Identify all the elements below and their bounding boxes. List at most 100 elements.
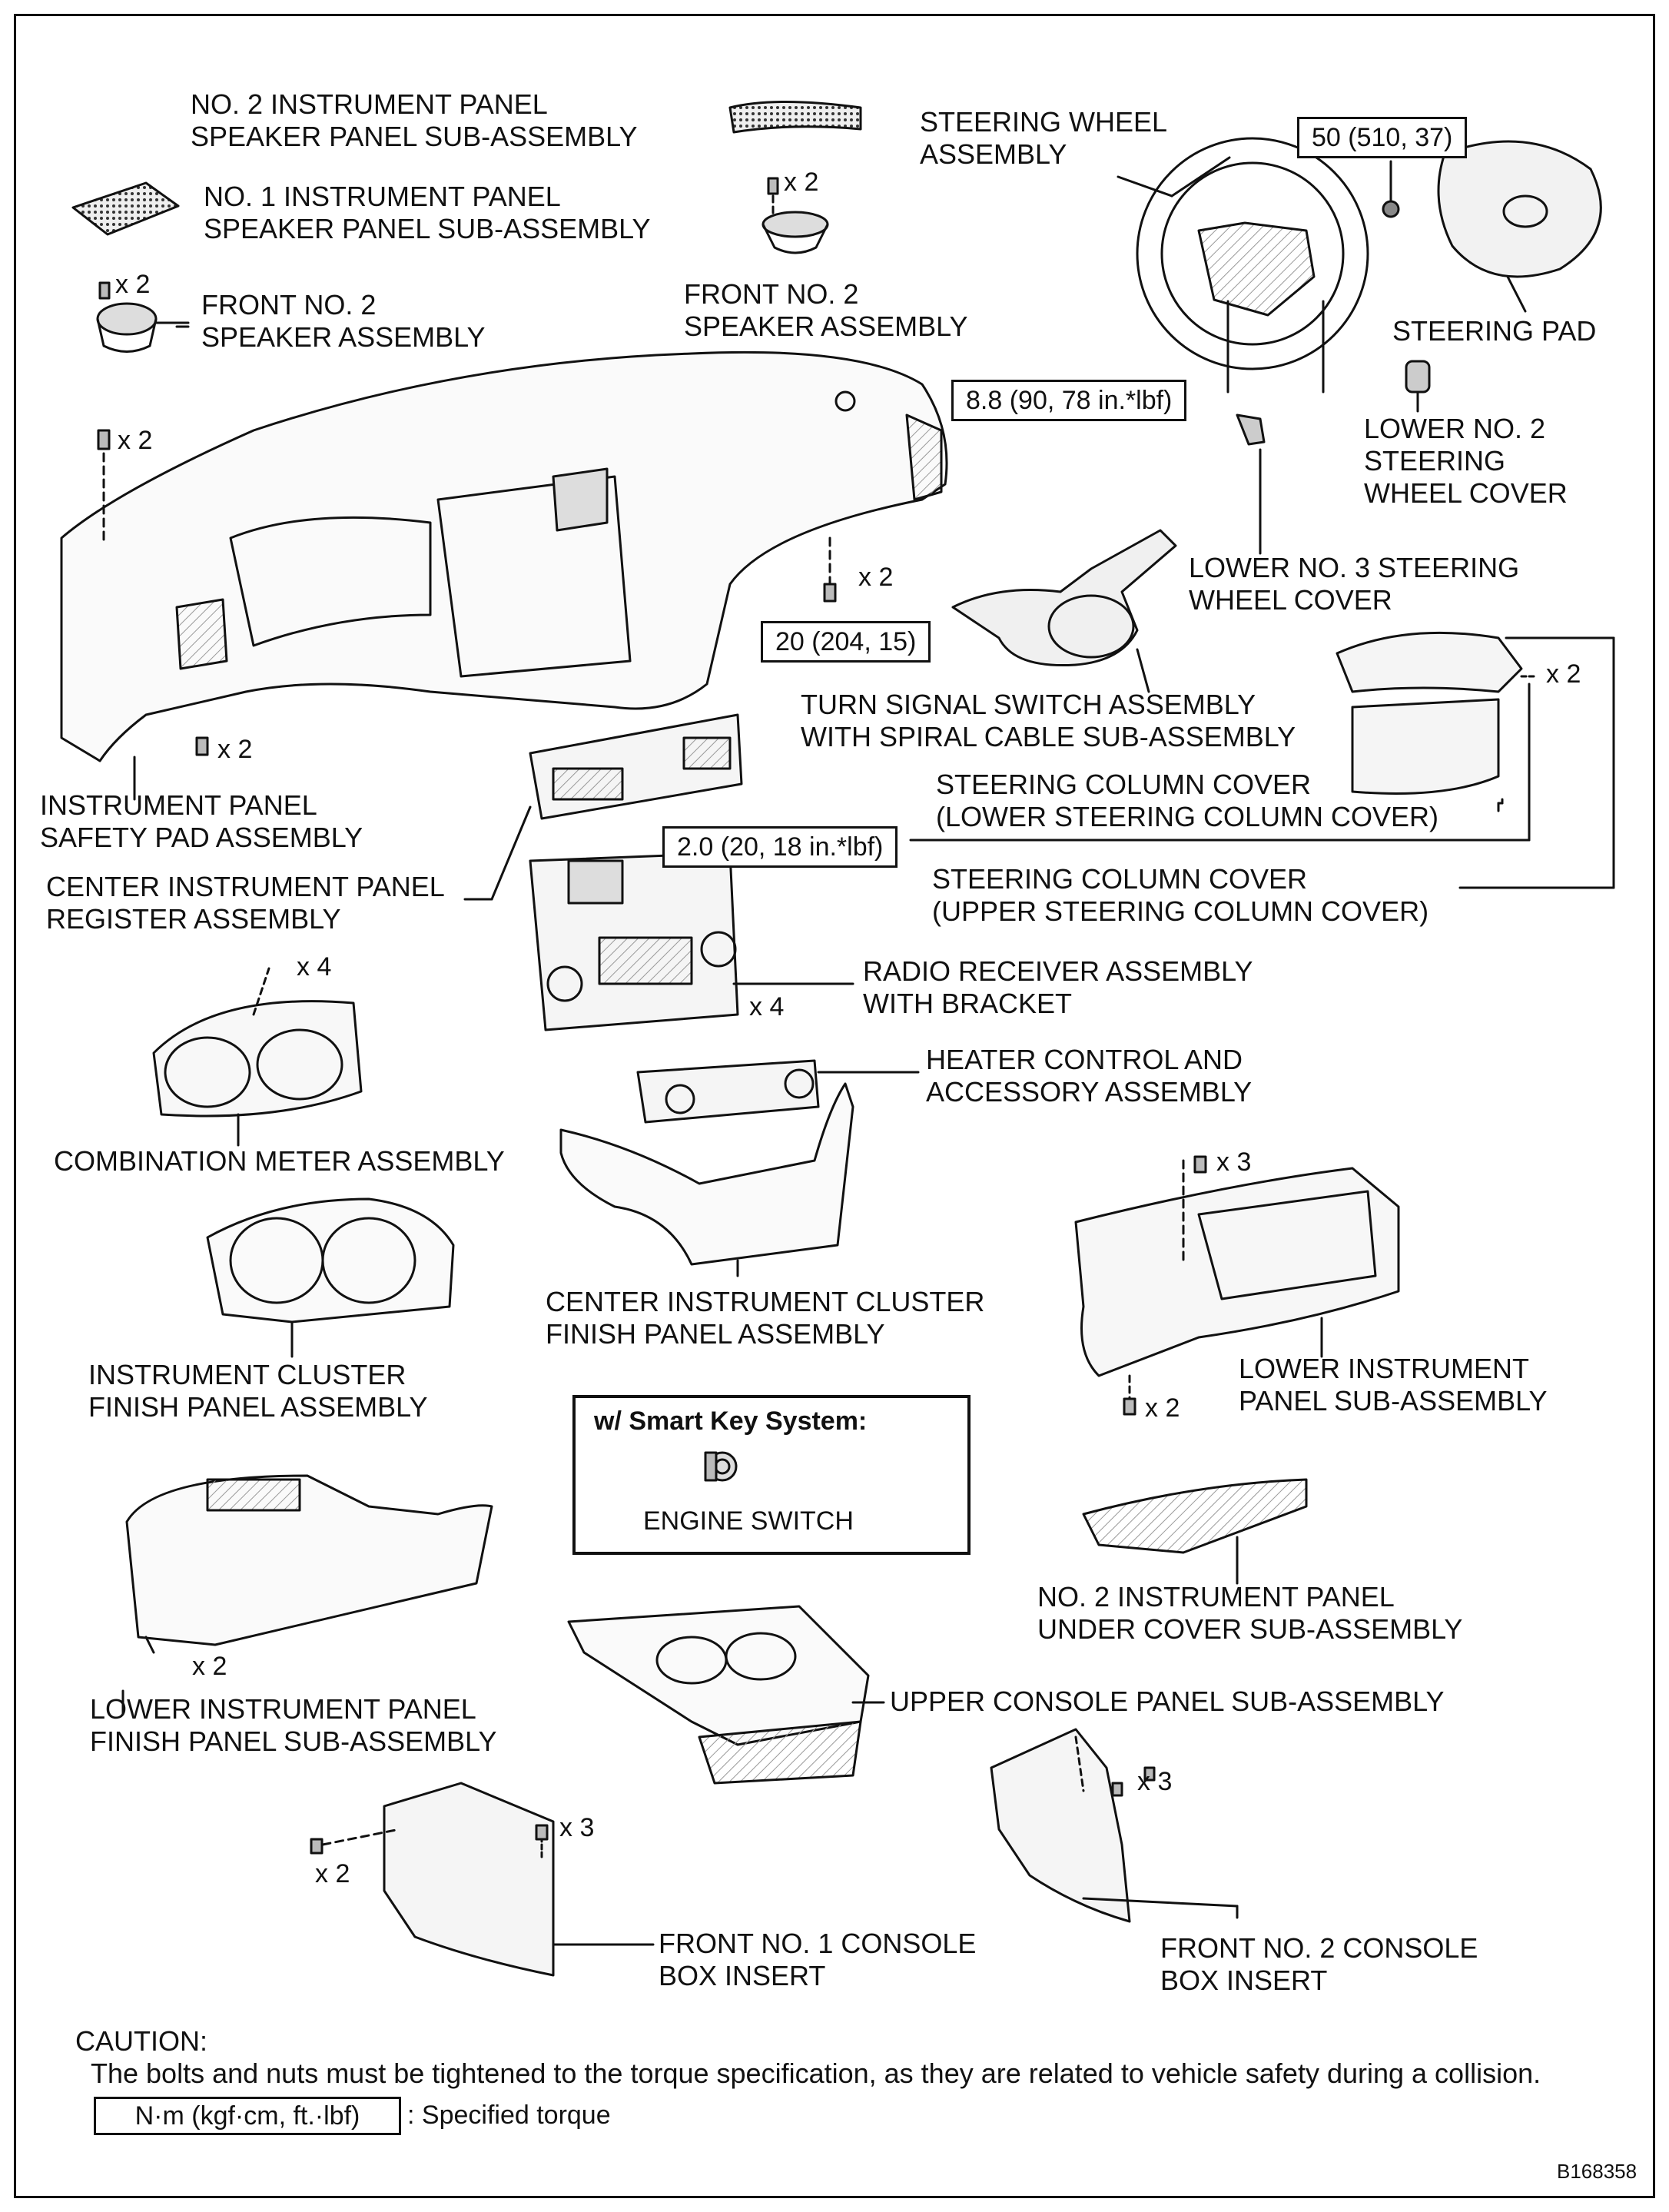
label-line: UNDER COVER SUB-ASSEMBLY <box>1037 1613 1463 1645</box>
label-line: FRONT NO. 2 <box>684 278 859 310</box>
label-line: NO. 2 INSTRUMENT PANEL <box>191 88 548 120</box>
lower-no3-cover-part <box>1236 414 1266 555</box>
label-line: WHEEL COVER <box>1189 584 1392 616</box>
label-lower-no2-cover: LOWER NO. 2 STEERING WHEEL COVER <box>1364 413 1568 510</box>
caution-text: The bolts and nuts must be tightened to … <box>91 2058 1541 2089</box>
label-center-cluster: CENTER INSTRUMENT CLUSTER FINISH PANEL A… <box>546 1286 984 1350</box>
front-no2-console-part <box>990 1728 1239 1923</box>
label-front-no2-console: FRONT NO. 2 CONSOLE BOX INSERT <box>1160 1932 1478 1997</box>
safety-pad-part <box>60 350 948 770</box>
count-radio: x 4 <box>749 992 785 1021</box>
count-center-speaker: x 2 <box>784 168 819 197</box>
torque-unit-legend-box: N·m (kgf·cm, ft.·lbf) <box>94 2097 401 2135</box>
count-safety-pad-bottom: x 2 <box>217 735 253 764</box>
count-left-speaker: x 2 <box>115 270 151 299</box>
label-line: REGISTER ASSEMBLY <box>46 903 341 935</box>
heater-control-part <box>636 1059 920 1124</box>
label-line: NO. 2 INSTRUMENT PANEL <box>1037 1581 1395 1613</box>
label-line: STEERING COLUMN COVER <box>936 769 1312 800</box>
count-column-cover: x 2 <box>1546 659 1581 689</box>
label-line: LOWER INSTRUMENT PANEL <box>90 1693 476 1725</box>
label-line: BOX INSERT <box>1160 1965 1328 1996</box>
label-line: INSTRUMENT CLUSTER <box>88 1359 406 1390</box>
label-center-register: CENTER INSTRUMENT PANEL REGISTER ASSEMBL… <box>46 871 445 935</box>
label-heater: HEATER CONTROL AND ACCESSORY ASSEMBLY <box>926 1044 1252 1108</box>
center-register-part <box>463 713 743 901</box>
label-line: UPPER CONSOLE PANEL SUB-ASSEMBLY <box>890 1686 1445 1717</box>
label-line: INSTRUMENT PANEL <box>40 789 317 821</box>
label-safety-pad: INSTRUMENT PANEL SAFETY PAD ASSEMBLY <box>40 789 363 854</box>
steering-pad-part <box>1437 140 1602 313</box>
smart-key-title: w/ Smart Key System: <box>594 1407 868 1436</box>
label-line: RADIO RECEIVER ASSEMBLY <box>863 955 1253 987</box>
label-no2-under-cover: NO. 2 INSTRUMENT PANEL UNDER COVER SUB-A… <box>1037 1581 1462 1646</box>
label-line: LOWER NO. 2 <box>1364 413 1546 444</box>
center-cluster-finish-part <box>559 1082 854 1277</box>
figure-id: B168358 <box>1557 2160 1637 2183</box>
no2-under-cover-part <box>1082 1478 1308 1585</box>
turn-signal-switch-part <box>951 529 1177 693</box>
label-line: LOWER NO. 3 STEERING <box>1189 552 1520 583</box>
caution-title: CAUTION: <box>75 2025 208 2057</box>
radio-receiver-part <box>529 852 854 1031</box>
label-front-no1-console: FRONT NO. 1 CONSOLE BOX INSERT <box>659 1928 976 1992</box>
label-line: SAFETY PAD ASSEMBLY <box>40 822 363 853</box>
count-lower-panel-top: x 3 <box>1216 1148 1252 1177</box>
steering-column-cover-part <box>909 631 1615 889</box>
label-no1-speaker-panel: NO. 1 INSTRUMENT PANEL SPEAKER PANEL SUB… <box>204 181 651 245</box>
label-cluster-finish: INSTRUMENT CLUSTER FINISH PANEL ASSEMBLY <box>88 1359 427 1423</box>
label-line: LOWER INSTRUMENT <box>1239 1353 1529 1384</box>
label-lower-no3-cover: LOWER NO. 3 STEERING WHEEL COVER <box>1189 552 1519 616</box>
lower-finish-part <box>121 1474 493 1715</box>
label-column-cover-upper: STEERING COLUMN COVER (UPPER STEERING CO… <box>932 863 1428 928</box>
smart-key-box: w/ Smart Key System: ENGINE SWITCH <box>572 1395 971 1555</box>
label-line: BOX INSERT <box>659 1960 826 1991</box>
engine-switch-part <box>704 1451 738 1482</box>
label-line: CENTER INSTRUMENT CLUSTER <box>546 1286 985 1317</box>
label-line: WITH SPIRAL CABLE SUB-ASSEMBLY <box>801 721 1296 752</box>
steering-wheel-part <box>1117 137 1400 394</box>
torque-column-cover-screw: 2.0 (20, 18 in.*lbf) <box>662 826 898 868</box>
count-lower-finish: x 2 <box>192 1652 227 1681</box>
label-radio: RADIO RECEIVER ASSEMBLY WITH BRACKET <box>863 955 1253 1020</box>
label-line: FINISH PANEL ASSEMBLY <box>546 1318 885 1350</box>
label-line: STEERING <box>1364 445 1506 477</box>
count-lower-panel-bottom: x 2 <box>1145 1393 1180 1423</box>
count-front-no1-top: x 3 <box>559 1813 595 1842</box>
front-no1-console-part <box>310 1782 655 1977</box>
label-line: WITH BRACKET <box>863 988 1073 1019</box>
label-line: TURN SIGNAL SWITCH ASSEMBLY <box>801 689 1256 720</box>
torque-steering-pad-screw: 8.8 (90, 78 in.*lbf) <box>951 380 1187 421</box>
label-upper-console: UPPER CONSOLE PANEL SUB-ASSEMBLY <box>890 1686 1445 1718</box>
label-line: ASSEMBLY <box>920 138 1067 170</box>
lower-panel-sub-part <box>1074 1155 1400 1416</box>
label-line: FINISH PANEL SUB-ASSEMBLY <box>90 1725 497 1757</box>
label-steering-wheel: STEERING WHEEL ASSEMBLY <box>920 106 1167 171</box>
label-line: CENTER INSTRUMENT PANEL <box>46 871 445 902</box>
lower-no2-cover-part <box>1405 360 1431 413</box>
label-line: SPEAKER ASSEMBLY <box>201 321 486 353</box>
count-safety-pad-center: x 2 <box>858 563 894 592</box>
label-line: SPEAKER PANEL SUB-ASSEMBLY <box>191 121 638 152</box>
torque-legend-text: : Specified torque <box>407 2101 611 2130</box>
label-line: FRONT NO. 2 CONSOLE <box>1160 1932 1478 1964</box>
label-line: SPEAKER PANEL SUB-ASSEMBLY <box>204 213 651 244</box>
count-combo-meter: x 4 <box>297 952 332 981</box>
no2-speaker-panel-part <box>728 101 862 134</box>
front-no2-speaker-center-part <box>762 177 829 254</box>
front-no2-speaker-left-part <box>96 281 190 353</box>
label-line: HEATER CONTROL AND <box>926 1044 1243 1075</box>
label-front-no2-speaker-left: FRONT NO. 2 SPEAKER ASSEMBLY <box>201 289 486 354</box>
label-line: FINISH PANEL ASSEMBLY <box>88 1391 428 1423</box>
label-turn-signal: TURN SIGNAL SWITCH ASSEMBLY WITH SPIRAL … <box>801 689 1296 753</box>
label-line: STEERING WHEEL <box>920 106 1168 138</box>
label-line: SPEAKER ASSEMBLY <box>684 311 968 342</box>
label-no2-speaker-panel: NO. 2 INSTRUMENT PANEL SPEAKER PANEL SUB… <box>191 88 638 153</box>
torque-safety-pad-bolt: 20 (204, 15) <box>761 621 931 663</box>
label-line: ACCESSORY ASSEMBLY <box>926 1076 1253 1108</box>
label-front-no2-speaker-center: FRONT NO. 2 SPEAKER ASSEMBLY <box>684 278 968 343</box>
count-front-no2: x 3 <box>1137 1767 1173 1796</box>
label-line: PANEL SUB-ASSEMBLY <box>1239 1385 1548 1417</box>
label-line: (UPPER STEERING COLUMN COVER) <box>932 895 1429 927</box>
label-line: COMBINATION METER ASSEMBLY <box>54 1145 505 1177</box>
